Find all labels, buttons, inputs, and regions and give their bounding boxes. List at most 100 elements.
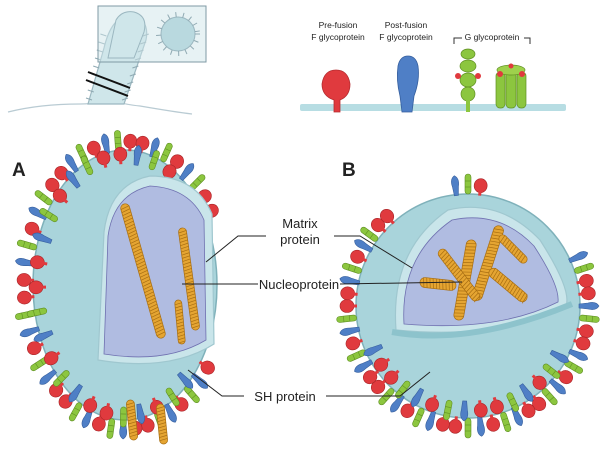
g-glycoprotein-mark: [378, 388, 395, 406]
spike-mark: [85, 97, 93, 101]
prefusion-f-glycoprotein-mark: [521, 401, 536, 418]
g-glycoprotein-mark: [579, 314, 600, 323]
spike-mark: [188, 16, 192, 21]
nucleoprotein-coil: [156, 403, 168, 445]
sh-leader-b: [326, 371, 431, 397]
postfusion-f-glycoprotein-mark: [81, 408, 94, 429]
postfusion-f-glycoprotein-mark: [65, 154, 79, 173]
nucleoprotein-coil: [488, 267, 528, 304]
spike-mark: [193, 39, 199, 43]
matrix-leader-b: [334, 235, 413, 269]
nucleoprotein-coil: [178, 227, 200, 331]
g-glycoprotein-mark: [574, 262, 594, 274]
postfusion-label-line1: Post-fusion: [385, 20, 428, 30]
prefusion-f-glycoprotein-mark: [44, 351, 61, 366]
postfusion-f-glycoprotein-mark: [460, 400, 469, 422]
sh-leader-a: [187, 369, 244, 397]
postfusion-f-glycoprotein-mark: [390, 394, 405, 413]
matrix-label-line2: protein: [280, 232, 320, 247]
g-glycoprotein-mark: [342, 262, 362, 274]
postfusion-f-glycoprotein-mark: [339, 276, 361, 286]
postfusion-f-glycoprotein-mark: [39, 369, 57, 385]
nucleoprotein-coil: [437, 248, 481, 303]
postfusion-f-glycoprotein-mark: [425, 410, 436, 431]
g-glycoprotein-mark: [39, 208, 58, 223]
spike-mark: [182, 12, 185, 18]
g-glycoprotein-mark: [80, 155, 94, 176]
prefusion-f-glycoprotein-mark: [17, 290, 35, 305]
prefusion-f-glycoprotein-mark: [380, 208, 395, 225]
prefusion-f-glycoprotein-mark: [556, 370, 574, 385]
break-mark: [87, 71, 131, 89]
g-glycoprotein-mark: [26, 307, 48, 318]
g-glycoprotein-mark: [148, 150, 160, 171]
nucleoprotein-label: Nucleoprotein: [259, 277, 339, 292]
matrix-leader-a: [205, 235, 266, 263]
g-glycoprotein-mark: [346, 349, 367, 362]
postfusion-f-glycoprotein-mark: [68, 383, 83, 403]
postfusion-f-glycoprotein-icon: [396, 55, 419, 113]
prefusion-f-glycoprotein-mark: [473, 178, 488, 196]
prefusion-f-glycoprotein-mark: [490, 396, 504, 415]
g-glycoprotein-icon: [495, 63, 527, 109]
spike-mark: [167, 14, 171, 20]
prefusion-f-glycoprotein-mark: [578, 286, 596, 301]
g-glycoprotein-mark: [34, 190, 53, 206]
g-glycoprotein-mark: [464, 417, 472, 439]
prefusion-f-glycoprotein-mark: [370, 379, 387, 394]
spike-mark: [184, 49, 188, 55]
postfusion-f-glycoprotein-mark: [101, 133, 110, 155]
spike-mark: [129, 73, 136, 77]
prefusion-f-glycoprotein-mark: [54, 165, 69, 182]
prefusion-f-glycoprotein-mark: [531, 374, 547, 390]
postfusion-f-glycoprotein-mark: [354, 359, 374, 373]
postfusion-f-glycoprotein-mark: [510, 406, 523, 426]
virion-b: B: [336, 160, 600, 439]
spike-mark: [156, 26, 162, 30]
g-glycoprotein-mark: [165, 387, 180, 407]
prefusion-f-glycoprotein-mark: [83, 395, 98, 413]
g-glycoprotein-mark: [160, 142, 173, 163]
g-glycoprotein-mark: [120, 406, 127, 428]
postfusion-f-glycoprotein-mark: [578, 302, 600, 310]
spike-mark: [189, 45, 195, 50]
break-mark: [85, 79, 129, 97]
postfusion-f-glycoprotein-mark: [568, 251, 588, 264]
glycoprotein-legend: Pre-fusion F glycoprotein Post-fusion F …: [300, 20, 566, 113]
g-glycoprotein-mark: [464, 173, 472, 195]
matrix-label-line1: Matrix: [282, 216, 318, 231]
spike-mark: [170, 49, 173, 55]
prefusion-f-glycoprotein-mark: [49, 381, 65, 398]
prefusion-f-glycoprotein-mark: [370, 218, 387, 233]
nucleoprotein-leader-b: [339, 281, 463, 285]
spike-mark: [175, 12, 177, 18]
postfusion-f-glycoprotein-mark: [177, 371, 194, 389]
g-glycoprotein-label: G glycoprotein: [465, 32, 520, 42]
nucleoprotein-coil: [498, 234, 528, 264]
prefusion-f-glycoprotein-mark: [362, 370, 380, 385]
nucleoprotein-coil: [472, 225, 504, 301]
g-glycoprotein-mark: [184, 385, 200, 404]
prefusion-f-glycoprotein-mark: [123, 133, 138, 152]
prefusion-f-glycoprotein-mark: [345, 336, 363, 351]
postfusion-f-glycoprotein-mark: [65, 170, 81, 189]
g-glycoprotein-mark: [336, 314, 357, 323]
prefusion-f-glycoprotein-icon: [321, 69, 351, 113]
postfusion-f-glycoprotein-mark: [363, 343, 384, 357]
prefusion-f-glycoprotein-mark: [30, 255, 48, 270]
prefusion-f-glycoprotein-mark: [425, 394, 439, 412]
postfusion-f-glycoprotein-mark: [149, 137, 160, 158]
postfusion-f-glycoprotein-mark: [549, 349, 569, 364]
postfusion-f-glycoprotein-mark: [548, 378, 566, 395]
sh-protein-label: SH protein: [254, 389, 315, 404]
prefusion-label-line2: F glycoprotein: [311, 32, 365, 42]
virion-cross-section: [160, 16, 196, 52]
postfusion-f-glycoprotein-mark: [451, 175, 459, 197]
prefusion-f-glycoprotein-mark: [373, 357, 391, 372]
postfusion-label-line2: F glycoprotein: [379, 32, 433, 42]
postfusion-f-glycoprotein-mark: [179, 163, 195, 182]
prefusion-f-glycoprotein-mark: [28, 280, 47, 295]
nucleoprotein-coil: [174, 299, 186, 345]
g-glycoprotein-mark: [16, 239, 37, 251]
